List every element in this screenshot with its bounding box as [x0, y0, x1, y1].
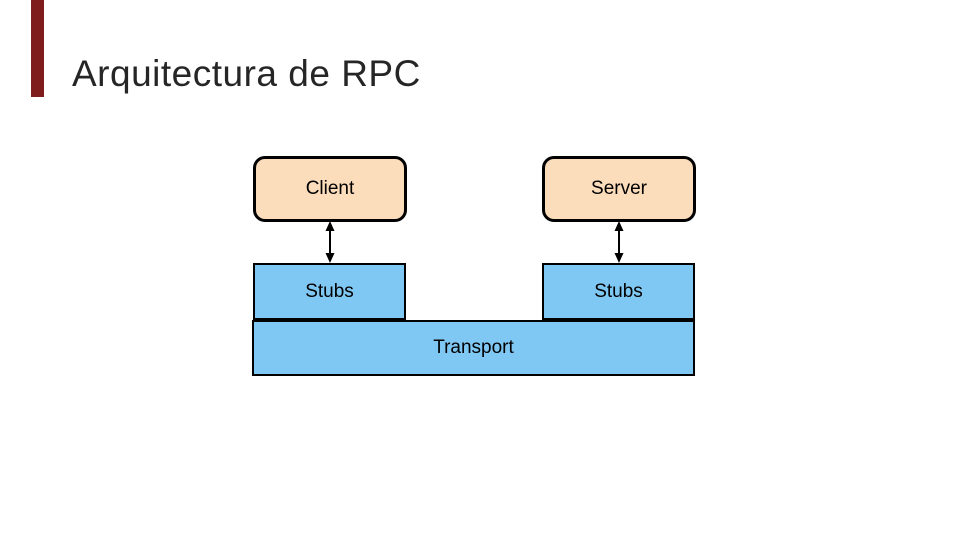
client-stubs-connector [321, 221, 339, 263]
stubs-right-node: Stubs [542, 263, 695, 320]
server-node: Server [542, 156, 696, 222]
client-node-label: Client [305, 178, 355, 199]
transport-node: Transport [252, 320, 695, 376]
page-title: Arquitectura de RPC [72, 53, 421, 94]
stubs-left-node: Stubs [253, 263, 406, 320]
stubs-left-node-label: Stubs [305, 280, 354, 302]
client-node: Client [253, 156, 407, 222]
accent-bar [31, 0, 44, 97]
stubs-right-node-label: Stubs [594, 280, 643, 302]
double-arrow-icon [614, 221, 624, 263]
transport-node-label: Transport [433, 337, 514, 358]
server-node-label: Server [591, 178, 647, 199]
double-arrow-icon [325, 221, 335, 263]
server-stubs-connector [610, 221, 628, 263]
